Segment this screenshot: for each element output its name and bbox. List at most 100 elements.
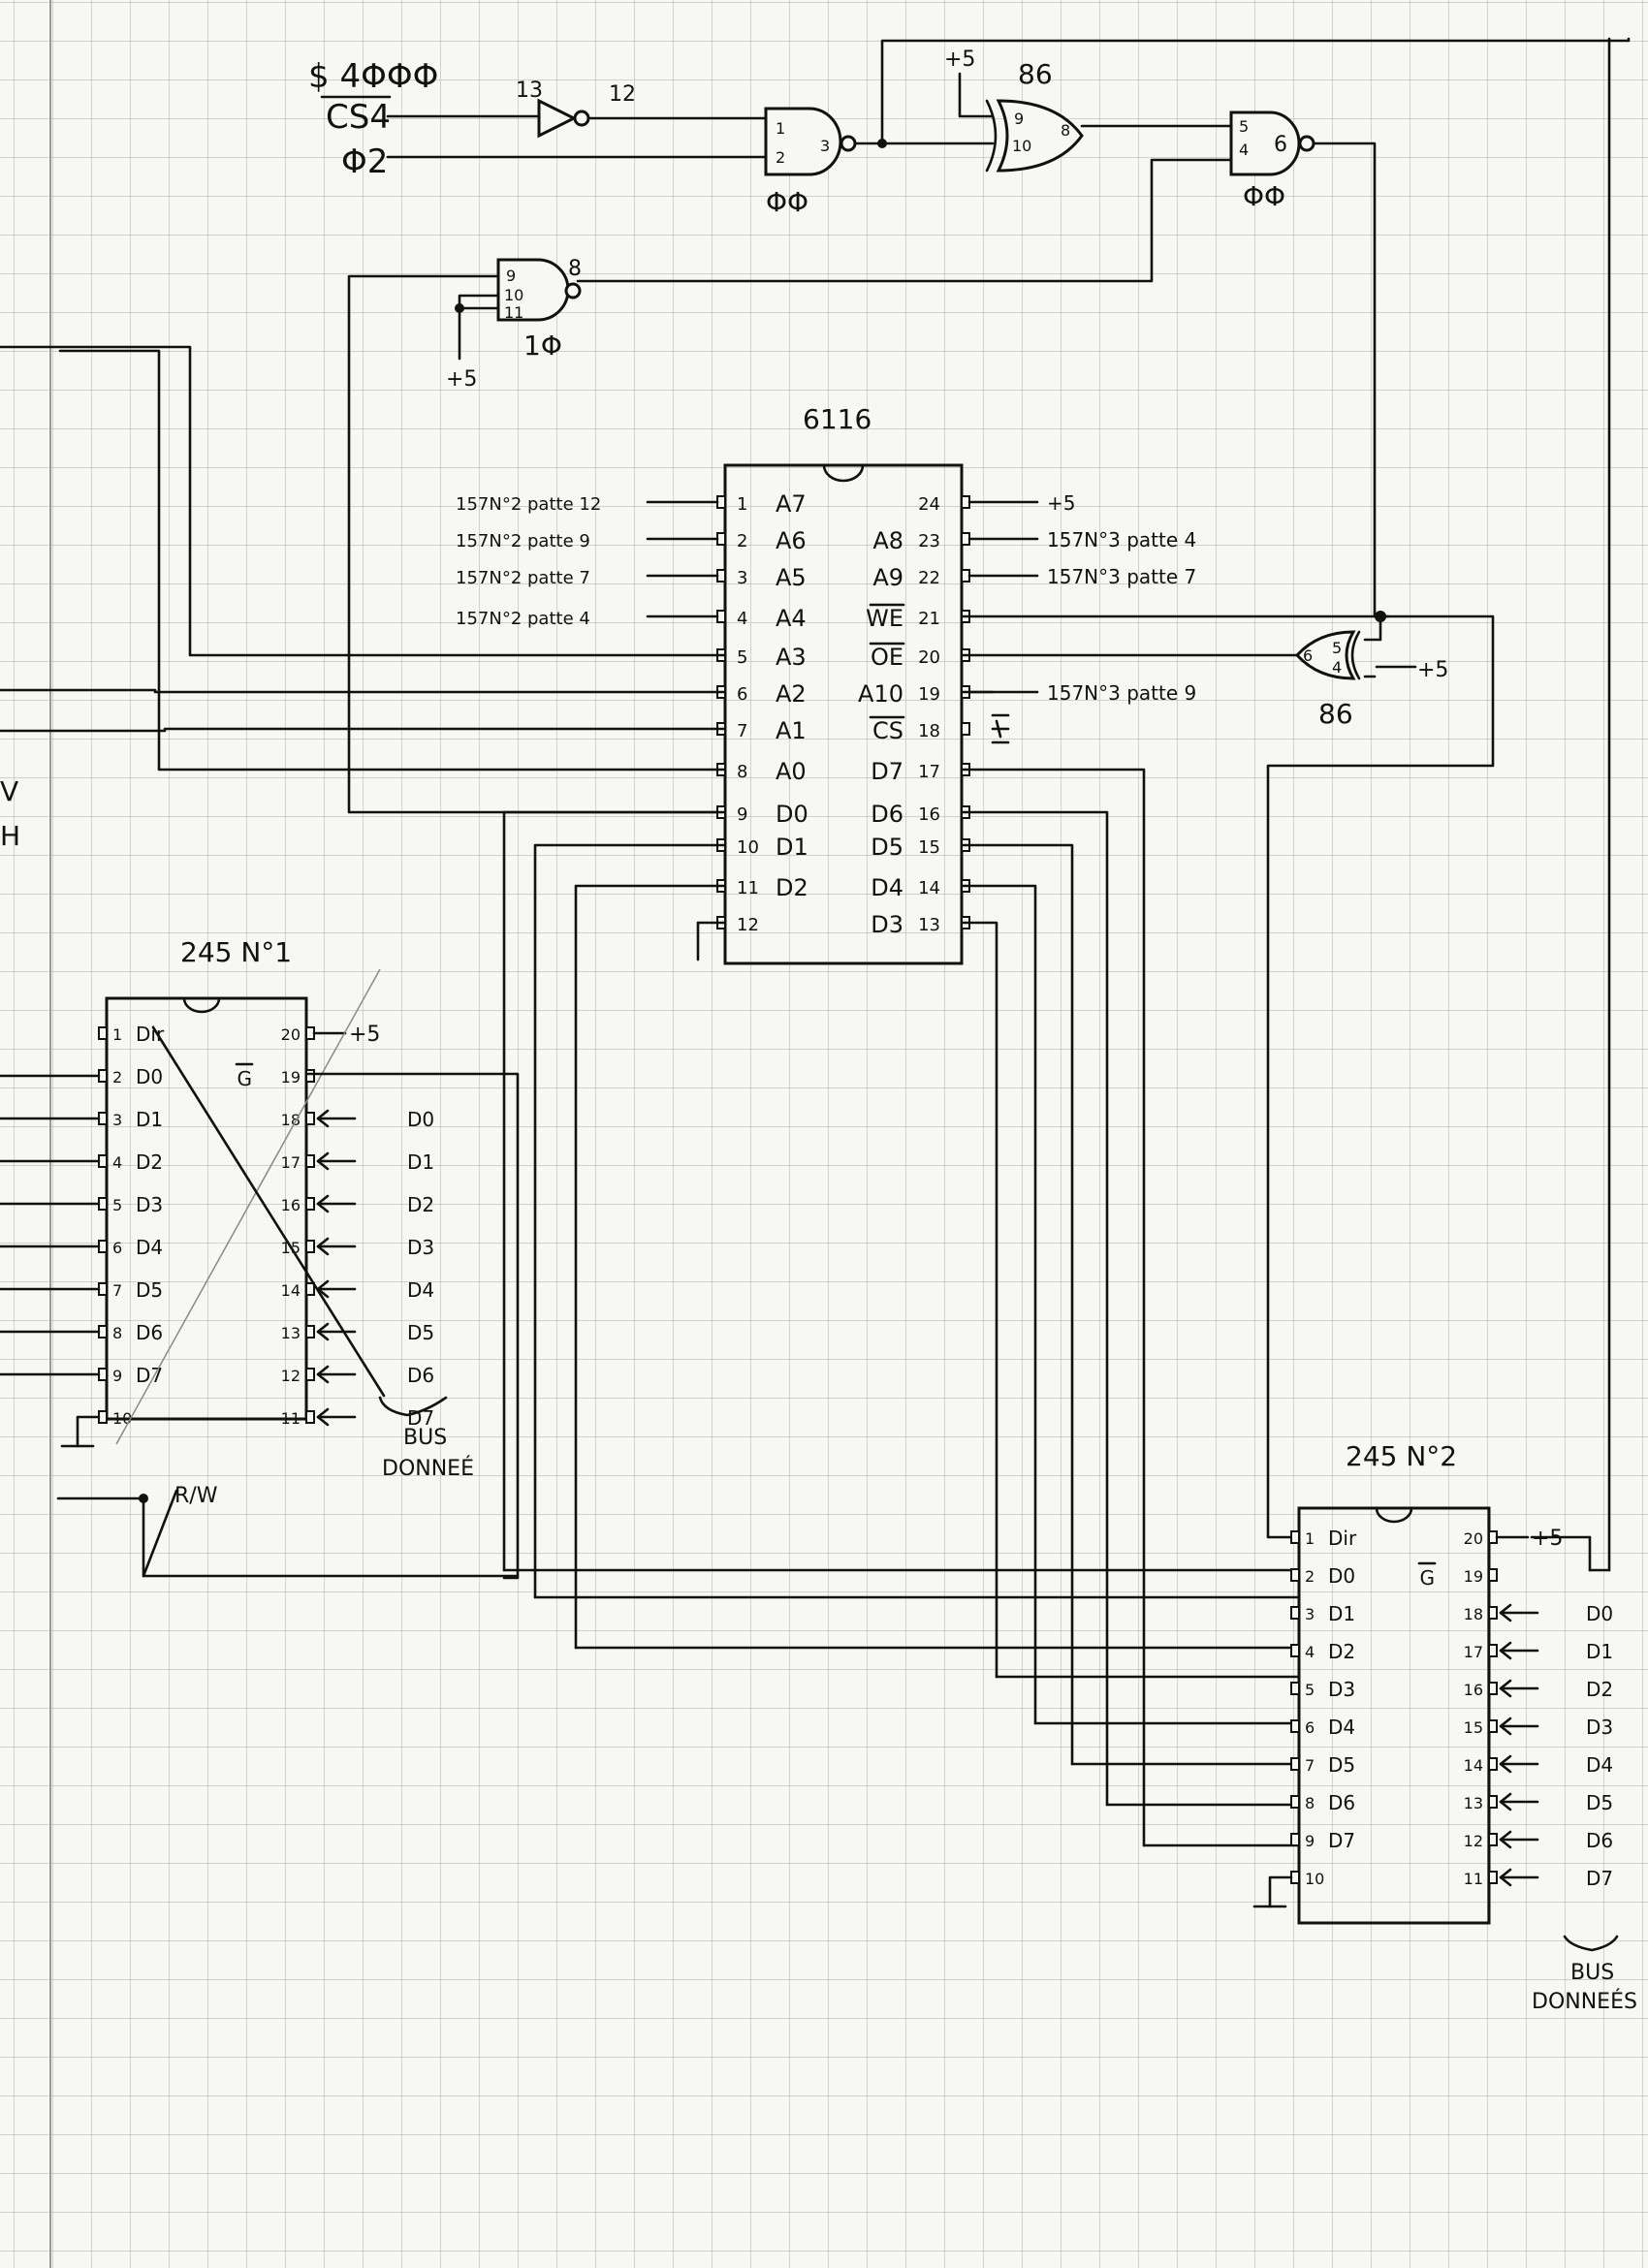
svg-text:86: 86 (1018, 58, 1053, 90)
xor-gate-1 (996, 99, 1084, 173)
buf1-pin-label: G (238, 1067, 253, 1090)
svg-text:8: 8 (568, 257, 582, 281)
ram-pin-num: 10 (737, 837, 759, 858)
buf1-pin-num: 18 (281, 1111, 301, 1129)
buf1-pin-num: 12 (281, 1367, 301, 1385)
buf2-supply-label: +5 (1532, 1527, 1563, 1551)
buf2-pin-label: Dir (1328, 1527, 1357, 1550)
ram-pin-label: CS (872, 717, 903, 744)
buf1-pin-num: 7 (112, 1281, 122, 1300)
buf1-bus-label: D5 (407, 1321, 434, 1344)
xor-gate-2: 6 5 4 +5 86 (1294, 630, 1448, 730)
buf2-pin-num: 20 (1464, 1529, 1483, 1548)
ram-pin-num: 1 (737, 494, 747, 515)
ram-pin-label: OE (871, 644, 903, 671)
svg-text:4: 4 (1239, 141, 1249, 159)
inverter-gate (537, 98, 578, 139)
buf2-pin-label: D1 (1328, 1602, 1355, 1625)
buf1-pin-label: Dir (136, 1023, 165, 1046)
ram-pin-label: A0 (776, 758, 807, 785)
buf2-pin-num: 3 (1305, 1605, 1315, 1623)
svg-text:+5: +5 (1417, 658, 1448, 682)
buf2-pin-num: 16 (1464, 1681, 1483, 1699)
svg-text:5: 5 (1239, 117, 1249, 136)
margin-h: H (0, 820, 20, 852)
ram-pin-label: A3 (776, 644, 807, 671)
buf1-pin-num: 5 (112, 1196, 122, 1214)
buf1-pin-num: 1 (112, 1025, 122, 1044)
ram-pin-label: D7 (871, 758, 903, 785)
ram-pin-label: A9 (872, 564, 903, 591)
address-label: $ 4ΦΦΦ (308, 57, 438, 96)
ram-pin-num: 23 (918, 531, 940, 551)
buf1-pin-num: 6 (112, 1239, 122, 1257)
svg-text:BUS: BUS (403, 1426, 447, 1450)
svg-text:4: 4 (1332, 658, 1342, 677)
svg-text:3: 3 (820, 137, 830, 155)
buf1-title: 245 N°1 (180, 936, 292, 968)
ram-pin-num: 11 (737, 878, 759, 898)
buf2-pin-num: 19 (1464, 1567, 1483, 1586)
buf2-pin-num: 1 (1305, 1529, 1315, 1548)
buf2-pin-num: 9 (1305, 1832, 1315, 1850)
buf1-pin-label: D6 (136, 1321, 163, 1344)
buf2-pin-num: 11 (1464, 1870, 1483, 1888)
buf2-pin-num: 12 (1464, 1832, 1483, 1850)
ram-pin-num: 17 (918, 762, 940, 782)
svg-text:6: 6 (1303, 646, 1313, 665)
svg-text:BUS: BUS (1570, 1961, 1614, 1985)
svg-text:9: 9 (506, 267, 516, 285)
buf2-bus-label: D5 (1586, 1791, 1613, 1814)
ram-pin-num: 18 (918, 721, 940, 741)
buf1-pin-num: 17 (281, 1153, 301, 1172)
ram-pin-num: 12 (737, 915, 759, 935)
svg-text:ΦΦ: ΦΦ (1243, 180, 1285, 212)
buf1-pin-num: 14 (281, 1281, 301, 1300)
buf1-pin-num: 16 (281, 1196, 301, 1214)
buf1-pin-num: 20 (281, 1025, 301, 1044)
buf1-pin-label: D2 (136, 1150, 163, 1174)
ram-pin-label: D3 (871, 911, 903, 938)
buf1-bus-label: D2 (407, 1193, 434, 1216)
buf2-title: 245 N°2 (1346, 1440, 1457, 1472)
ram-pin-num: 16 (918, 804, 940, 825)
svg-text:10: 10 (1012, 137, 1031, 155)
phi2-label: Φ2 (341, 142, 388, 181)
ram-pin-source: 157N°3 patte 9 (1047, 681, 1196, 705)
buf1-pin-num: 11 (281, 1409, 301, 1428)
buf2-bus-label: D7 (1586, 1867, 1613, 1890)
buf2-bus-label: D1 (1586, 1640, 1613, 1663)
buf2-pin-label: D7 (1328, 1829, 1355, 1852)
ram-pin-label: WE (866, 605, 903, 632)
ram-pin-num: 3 (737, 568, 747, 588)
ram-pin-source: +5 (1047, 491, 1075, 515)
buf2-pin-num: 13 (1464, 1794, 1483, 1812)
ram-pin-label: D1 (776, 834, 808, 861)
buf1-pin-num: 13 (281, 1324, 301, 1342)
svg-text:+5: +5 (944, 47, 975, 72)
buf2-bus-label: D6 (1586, 1829, 1613, 1852)
svg-text:1: 1 (776, 119, 785, 138)
svg-text:12: 12 (609, 82, 636, 107)
buf1-pin-num: 9 (112, 1367, 122, 1385)
ram-title: 6116 (803, 403, 872, 435)
buf1-pin-label: D4 (136, 1236, 163, 1259)
svg-text:R/W: R/W (174, 1484, 218, 1508)
svg-text:1Φ: 1Φ (523, 330, 562, 362)
ram-pin-num: 24 (918, 494, 940, 515)
ram-pin-label: A1 (776, 717, 807, 744)
ram-pin-label: D0 (776, 801, 808, 828)
buf2-pin-label: D4 (1328, 1716, 1355, 1739)
buf1-bus-label: D1 (407, 1150, 434, 1174)
ram-pin-num: 6 (737, 684, 747, 705)
buf2-pin-num: 7 (1305, 1756, 1315, 1775)
ram-pin-num: 8 (737, 762, 747, 782)
buf2-pin-num: 15 (1464, 1718, 1483, 1737)
svg-text:8: 8 (1061, 121, 1070, 140)
ram-pin-num: 5 (737, 647, 747, 668)
buf1-pin-label: D0 (136, 1065, 163, 1088)
